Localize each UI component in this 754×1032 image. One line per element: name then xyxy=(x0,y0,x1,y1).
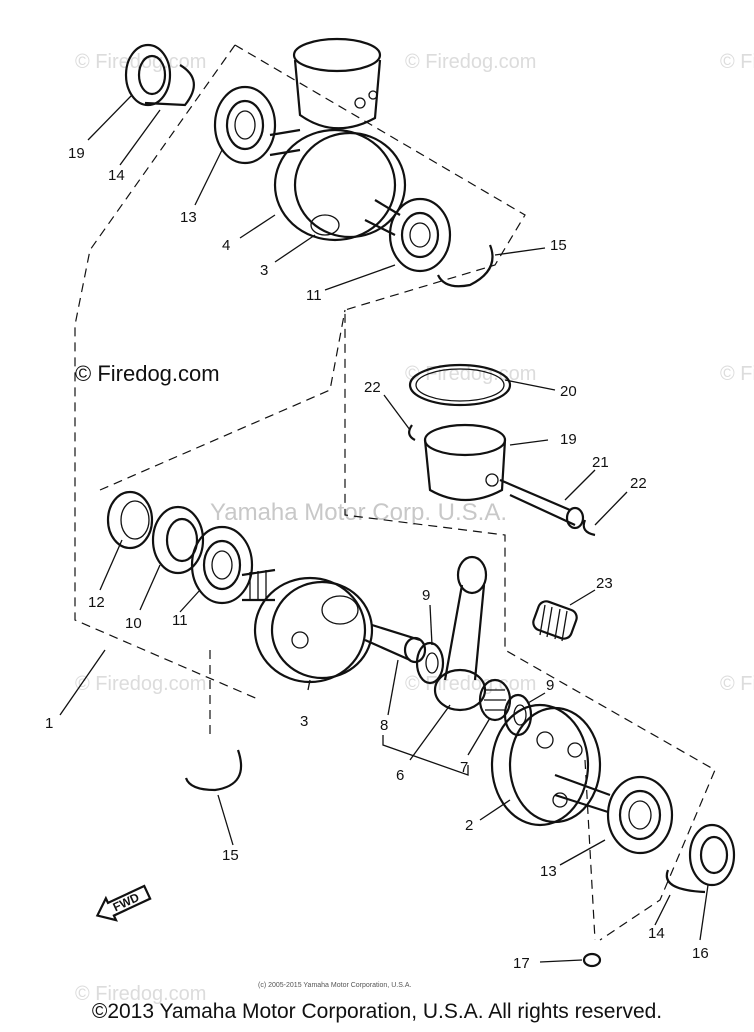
callout-14-top: 14 xyxy=(108,167,125,184)
callout-numbers: 19 14 13 4 3 11 15 20 22 19 21 22 23 12 … xyxy=(45,145,709,972)
watermark-4: © Firedog.com xyxy=(405,363,536,385)
callout-15-top: 15 xyxy=(550,237,567,254)
callout-14-bottom: 14 xyxy=(648,925,665,942)
watermark-8: © Firedog.com xyxy=(720,673,754,695)
callout-5: 4 xyxy=(222,237,230,254)
callout-21: 21 xyxy=(592,454,609,471)
callout-9-left: 9 xyxy=(422,587,430,604)
callout-2: 2 xyxy=(465,817,473,834)
callout-13-bottom: 13 xyxy=(540,863,557,880)
watermark-7: © Firedog.com xyxy=(405,673,536,695)
watermark-6: © Firedog.com xyxy=(75,673,206,695)
piston-group xyxy=(408,363,596,642)
callout-22-left: 22 xyxy=(364,379,381,396)
callout-18: 19 xyxy=(68,145,85,162)
callout-7: 7 xyxy=(460,759,468,776)
callout-17: 17 xyxy=(513,955,530,972)
watermark-3: © Firedog.com xyxy=(720,51,754,73)
top-crank-assembly xyxy=(124,37,494,288)
watermark-1: © Firedog.com xyxy=(75,51,206,73)
footer-copyright: ©2013 Yamaha Motor Corporation, U.S.A. A… xyxy=(91,1000,663,1023)
callout-9-right: 9 xyxy=(546,677,554,694)
callout-16: 16 xyxy=(692,945,709,962)
callout-1: 1 xyxy=(45,715,53,732)
callout-3: 3 xyxy=(300,713,308,730)
leader-lines xyxy=(59,94,709,963)
fwd-arrow: FWD xyxy=(95,884,152,922)
watermark-5: © Firedog.com xyxy=(720,363,754,385)
callout-19: 19 xyxy=(560,431,577,448)
assembly-outline xyxy=(74,44,716,941)
callout-4: 3 xyxy=(260,262,268,279)
callout-6: 6 xyxy=(396,767,404,784)
watermark-center: Yamaha Motor Corp. U.S.A. xyxy=(210,499,507,526)
callout-11-bottom: 11 xyxy=(172,612,188,629)
callout-20: 20 xyxy=(560,383,577,400)
callout-8: 8 xyxy=(380,717,388,734)
callout-23: 23 xyxy=(596,575,613,592)
watermark-layer: © Firedog.com © Firedog.com © Firedog.co… xyxy=(75,51,754,1005)
watermark-2: © Firedog.com xyxy=(405,51,536,73)
callout-10: 10 xyxy=(125,615,142,632)
firedog-label: © Firedog.com xyxy=(75,361,220,386)
callout-22-right: 22 xyxy=(630,475,647,492)
callout-11-top: 11 xyxy=(306,287,322,304)
callout-13-top: 13 xyxy=(180,209,197,226)
callout-12: 12 xyxy=(88,594,105,611)
small-copyright: (c) 2005-2015 Yamaha Motor Corporation, … xyxy=(258,982,411,989)
bottom-crank-assembly xyxy=(106,490,736,968)
callout-15-bottom: 15 xyxy=(222,847,239,864)
watermark-9: © Firedog.com xyxy=(75,983,206,1005)
